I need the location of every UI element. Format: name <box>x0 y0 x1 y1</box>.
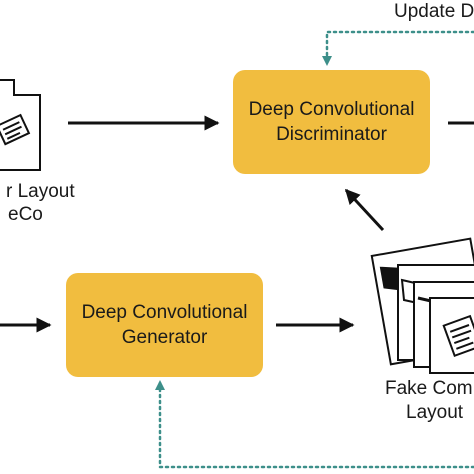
real-layout-label-line2: eCo <box>8 204 43 225</box>
real-layout-label-line1: r Layout <box>6 181 75 202</box>
generator-label-line1: Deep Convolutional <box>81 301 248 323</box>
update-discriminator-label: Update D <box>394 1 474 22</box>
discriminator-node: Deep Convolutional Discriminator <box>233 70 430 174</box>
update-discriminator-feedback-arrow <box>322 30 474 66</box>
arrow-fake-to-discriminator <box>344 188 385 232</box>
fake-layout-label-line1: Fake Com <box>385 378 473 399</box>
generator-node: Deep Convolutional Generator <box>66 273 263 377</box>
fake-layout-document-stack <box>370 237 474 374</box>
discriminator-label-line2: Discriminator <box>276 124 387 145</box>
real-layout-document-icon <box>0 79 41 171</box>
discriminator-label-line1: Deep Convolutional <box>248 98 415 120</box>
generator-label-line2: Generator <box>121 327 208 348</box>
update-generator-feedback-arrow <box>155 380 474 469</box>
fake-layout-label-line2: Layout <box>406 402 464 423</box>
